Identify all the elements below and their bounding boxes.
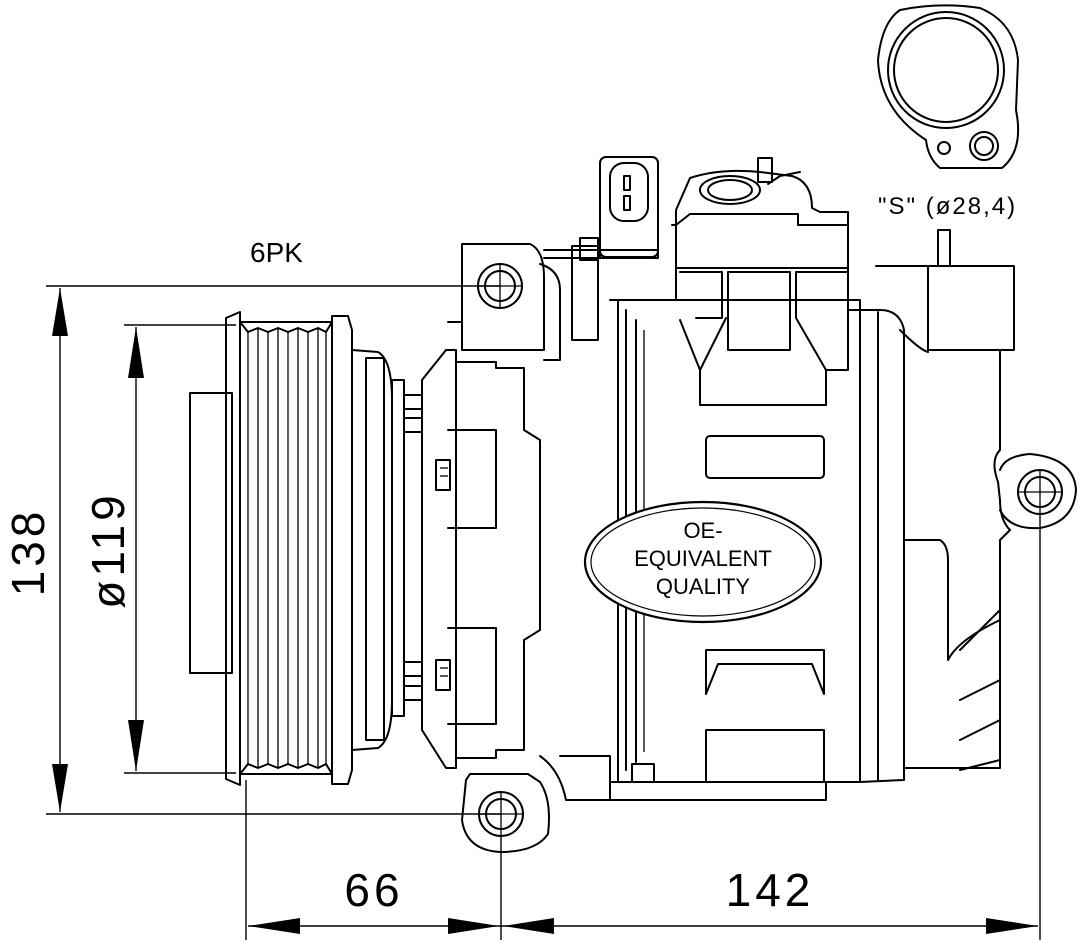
rear-housing	[847, 229, 1077, 783]
belt-label: 6PK	[250, 237, 303, 268]
connector	[543, 156, 659, 341]
port-label: "S" (ø28,4)	[878, 193, 1017, 220]
height-dim-label: 138	[2, 508, 54, 597]
pulley	[189, 311, 423, 786]
manifold	[671, 157, 849, 406]
dim-119	[124, 324, 236, 774]
dim-138	[46, 285, 501, 815]
port-s-detail	[877, 4, 1020, 169]
front-housing	[421, 243, 561, 853]
centre-marks	[478, 264, 1062, 836]
oe-quality-badge: OE- EQUIVALENT QUALITY	[583, 500, 823, 624]
length-dim-label: 142	[726, 864, 815, 916]
badge-line-3: QUALITY	[656, 574, 750, 599]
diameter-dim-label: ø119	[82, 491, 134, 608]
badge-line-2: EQUIVALENT	[634, 546, 772, 571]
offset-dim-label: 66	[344, 864, 403, 916]
badge-line-1: OE-	[683, 518, 722, 543]
dim-66-142	[245, 514, 1041, 940]
